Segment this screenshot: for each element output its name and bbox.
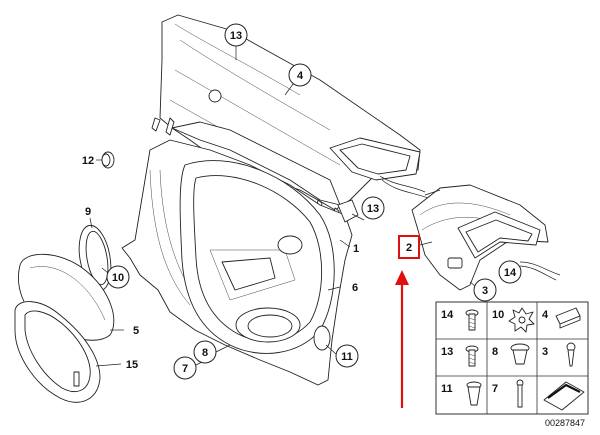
- callout-12: 12: [82, 155, 94, 167]
- callout-13-mid: 13: [361, 196, 385, 220]
- callout-8: 8: [193, 340, 217, 364]
- screw-3-icon: [566, 342, 576, 367]
- cell-label: 13: [441, 346, 453, 358]
- callout-6: 6: [352, 282, 358, 294]
- cell-label: 3: [542, 346, 548, 358]
- callout-2-highlighted: 2: [398, 235, 420, 259]
- callout-7: 7: [173, 356, 197, 380]
- cover-cap-12: [101, 151, 115, 169]
- lower-side-panel: [121, 139, 359, 386]
- callout-label: 3: [482, 285, 488, 297]
- callout-label: 2: [406, 242, 412, 254]
- mat-icon: [543, 381, 585, 411]
- push-clip-11-icon: [466, 381, 482, 406]
- red-arrow: [395, 270, 409, 408]
- callout-10: 10: [106, 265, 130, 289]
- callout-14: 14: [498, 260, 522, 284]
- clip-4-icon: [555, 307, 581, 329]
- callout-label: 1: [353, 243, 359, 255]
- screw-13-icon: [465, 345, 479, 367]
- callout-15: 15: [126, 359, 138, 371]
- star-nut-10-icon: [508, 307, 535, 333]
- highlight-box: [398, 235, 420, 259]
- callout-label: 4: [297, 70, 304, 82]
- screw-7-icon: [516, 379, 524, 408]
- callout-3: 3: [473, 278, 497, 302]
- callout-5: 5: [133, 325, 139, 337]
- callout-label: 9: [85, 206, 91, 218]
- callout-11: 11: [335, 344, 359, 368]
- reference-number: 00287847: [545, 418, 585, 428]
- corner-trim-2: [411, 184, 561, 291]
- callout-label: 13: [367, 203, 379, 215]
- cell-label: 8: [492, 346, 498, 358]
- callout-label: 11: [341, 351, 353, 363]
- small-parts-box: 14 10 4 13 8 3 11 7: [435, 301, 589, 415]
- callout-label: 13: [230, 30, 242, 42]
- callout-label: 10: [112, 272, 124, 284]
- callout-label: 6: [352, 282, 358, 294]
- callout-9: 9: [85, 206, 91, 218]
- cell-label: 4: [542, 309, 549, 321]
- callout-13-top: 13: [224, 23, 248, 47]
- callout-label: 5: [133, 325, 139, 337]
- screw-14-icon: [465, 309, 479, 331]
- cell-label: 11: [441, 383, 453, 395]
- cell-label: 14: [441, 309, 454, 321]
- callout-1: 1: [353, 243, 359, 255]
- callout-label: 15: [126, 359, 138, 371]
- cell-label: 7: [492, 383, 498, 395]
- callout-label: 8: [202, 347, 208, 359]
- frame-15: [14, 301, 101, 403]
- callout-label: 7: [182, 363, 188, 375]
- callout-label: 12: [82, 155, 94, 167]
- callout-label: 14: [504, 267, 517, 279]
- callout-4: 4: [288, 63, 312, 87]
- cell-label: 10: [492, 309, 504, 321]
- rivet-8-icon: [510, 343, 530, 365]
